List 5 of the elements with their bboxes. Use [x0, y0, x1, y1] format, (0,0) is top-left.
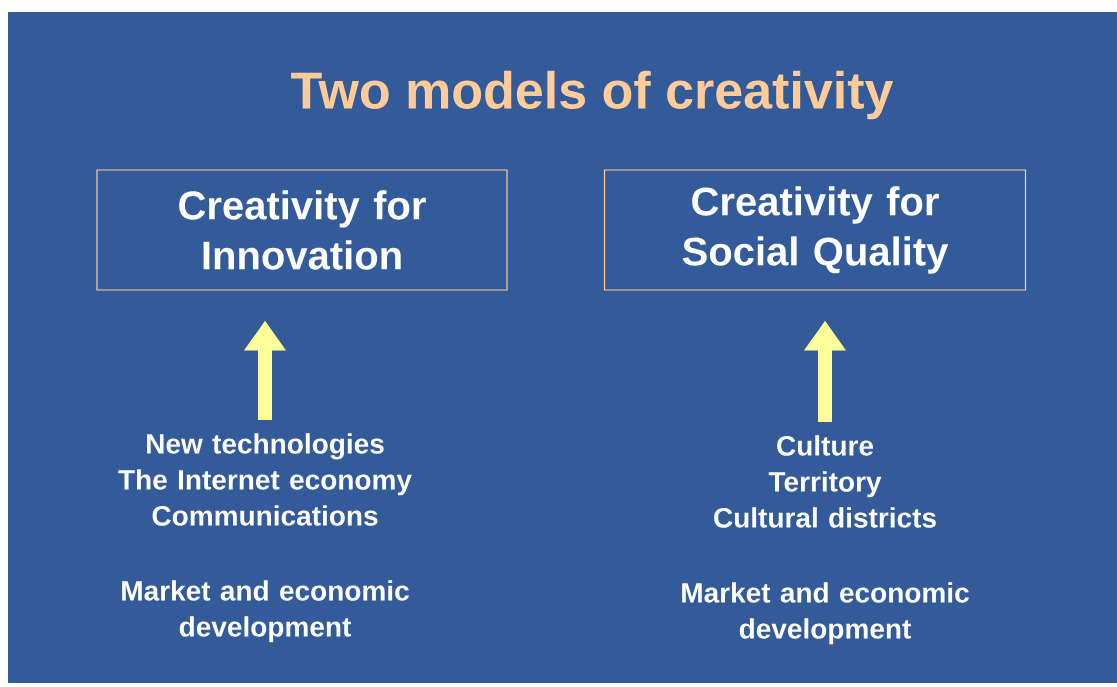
title-box: Creativity for Social Quality: [603, 169, 1027, 291]
item-list: New technologies The Internet economy Communications Market and economic development: [118, 433, 412, 643]
title: Two models of creativity: [291, 70, 894, 120]
item-list: Culture Territory Cultural districts Market and economic development: [682, 435, 969, 645]
title-box: Creativity for Innovation: [96, 169, 508, 291]
